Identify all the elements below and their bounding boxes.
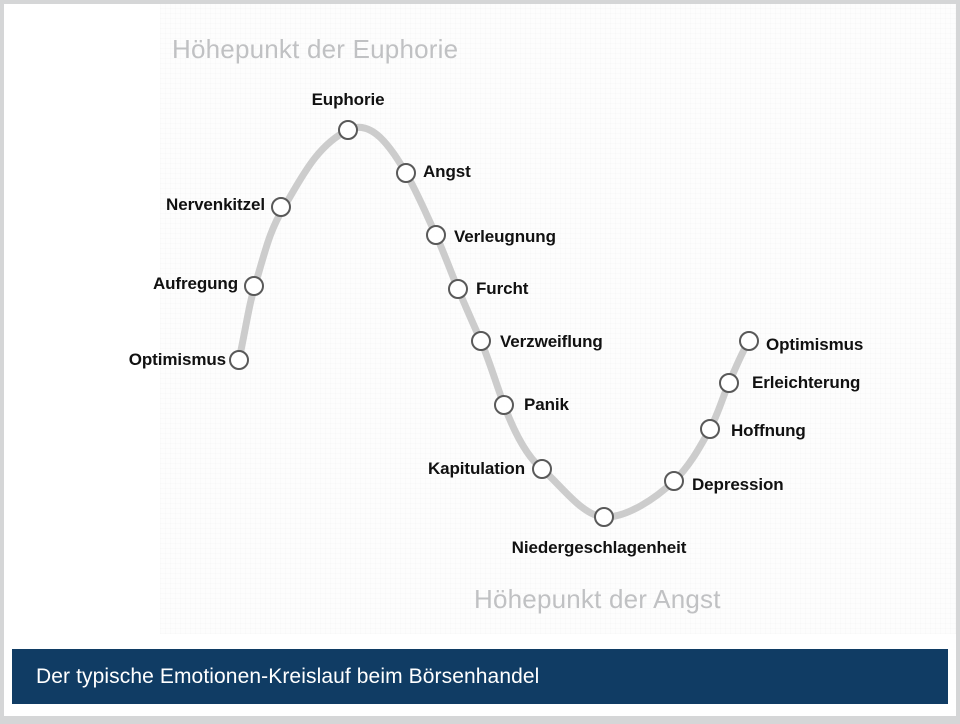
caption-title: Der typische Emotionen-Kreislauf beim Bö… [36, 665, 540, 688]
annotation-peak-fear: Höhepunkt der Angst [474, 584, 721, 614]
emotion-label: Optimismus [766, 335, 864, 354]
emotion-marker[interactable] [448, 279, 468, 299]
emotion-marker[interactable] [532, 459, 552, 479]
emotion-marker[interactable] [494, 395, 514, 415]
emotion-marker[interactable] [471, 331, 491, 351]
emotion-label: Furcht [476, 279, 529, 298]
emotion-marker[interactable] [700, 419, 720, 439]
emotion-label: Niedergeschlagenheit [511, 538, 687, 557]
emotion-label: Optimismus [128, 350, 226, 369]
caption-bar: Der typische Emotionen-Kreislauf beim Bö… [12, 649, 948, 704]
annotation-peak-euphoria: Höhepunkt der Euphorie [172, 34, 459, 64]
emotion-marker[interactable] [396, 163, 416, 183]
emotion-label: Verzweiflung [500, 332, 603, 351]
emotion-marker[interactable] [271, 197, 291, 217]
emotion-label: Angst [423, 162, 471, 181]
emotion-marker-group [229, 120, 759, 527]
emotion-label: Aufregung [152, 274, 238, 293]
emotion-marker[interactable] [739, 331, 759, 351]
emotion-label: Kapitulation [427, 459, 525, 478]
emotion-marker[interactable] [338, 120, 358, 140]
emotion-marker[interactable] [719, 373, 739, 393]
emotion-marker[interactable] [229, 350, 249, 370]
emotion-marker[interactable] [594, 507, 614, 527]
emotion-marker[interactable] [244, 276, 264, 296]
emotion-marker[interactable] [426, 225, 446, 245]
emotion-label: Euphorie [311, 90, 385, 109]
emotion-label: Hoffnung [731, 421, 806, 440]
emotion-label: Erleichterung [752, 373, 861, 392]
emotion-marker[interactable] [664, 471, 684, 491]
emotion-label: Depression [692, 475, 784, 494]
emotion-curve-svg [229, 120, 759, 527]
emotion-label: Verleugnung [454, 227, 556, 246]
emotion-label: Panik [524, 395, 569, 414]
emotion-label: Nervenkitzel [166, 195, 265, 214]
